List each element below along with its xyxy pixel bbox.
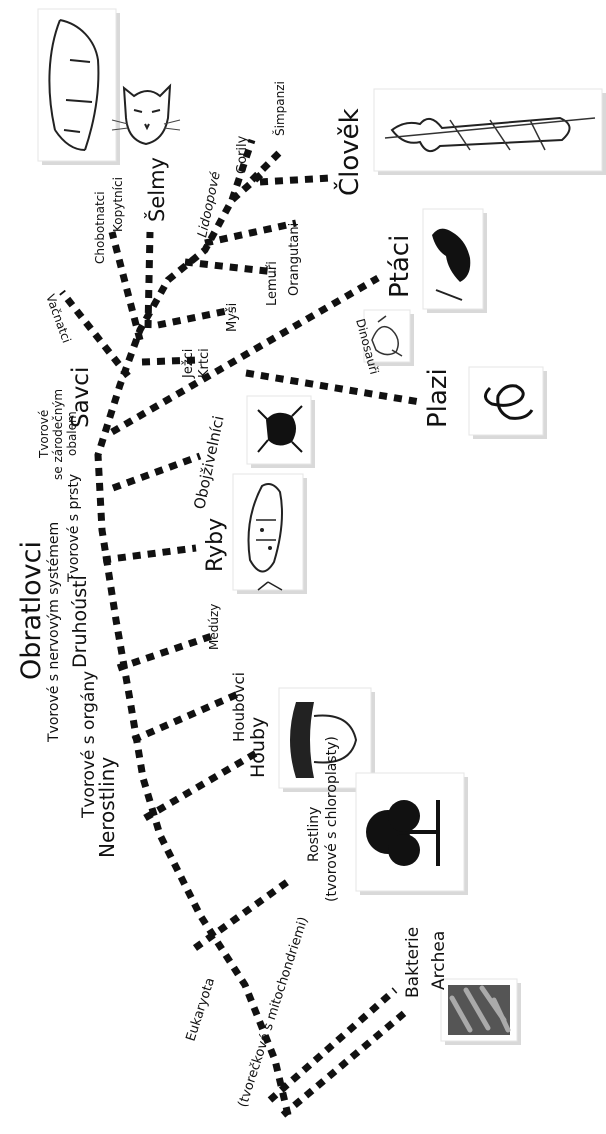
obratlovci-label: Obratlovci	[16, 541, 47, 680]
eukaryota-label-2: (tvorečkové s mitochondriemi)	[236, 915, 312, 1109]
kopytnici-label: Kopytníci	[111, 177, 125, 232]
archea-label: Archea	[429, 931, 449, 990]
orangutani-label: Orangutani	[287, 223, 302, 296]
frog-image	[246, 395, 315, 468]
tvorove-s-organy-label: Tvorové s orgány	[79, 671, 99, 819]
fish-image	[232, 473, 307, 594]
druhousti-label: Druhoústí	[69, 574, 91, 668]
tvorove-nervovy-label: Tvorové s nervovým systémem	[46, 522, 62, 743]
cat-image	[111, 83, 181, 146]
bird-image	[422, 208, 487, 313]
dinosaur-image	[363, 309, 414, 366]
tvorove-zarodecny-label-2: se zárodečným	[51, 389, 65, 480]
bacteria-image	[440, 978, 521, 1045]
bakterie-label: Bakterie	[403, 927, 423, 998]
ptaci-label: Ptáci	[385, 235, 415, 298]
tree-image	[355, 772, 468, 895]
simpanzi-label: Šimpanzi	[272, 81, 287, 136]
tvorove-s-prsty-label: Tvorové s prsty	[66, 474, 82, 583]
pig-image	[37, 8, 120, 165]
eukaryota-label-1: Eukaryota	[184, 976, 219, 1043]
mysi-label: Myši	[225, 303, 240, 332]
ryby-label: Ryby	[203, 518, 228, 572]
gorily-label: Gorily	[235, 135, 250, 174]
mushroom-image	[278, 687, 375, 792]
obojzivelnici-label: Obojživelníci	[190, 414, 227, 511]
meduzy-label: Medúzy	[207, 604, 221, 650]
houbovci-label: Houbovci	[230, 672, 248, 742]
snake-image	[468, 366, 547, 439]
selmy-label: Šelmy	[144, 157, 169, 222]
clovek-label: Člověk	[333, 108, 365, 196]
lemuri-label: Lemuři	[265, 261, 280, 306]
tvorove-zarodecny-label-1: Tvorové	[37, 410, 51, 459]
rostliny-label-1: Rostliny	[306, 807, 322, 862]
krtci-label: Krtci	[197, 348, 212, 378]
chobotnatci-label: Chobotnatci	[93, 191, 107, 264]
nerostliny-label: Nerostliny	[95, 757, 119, 858]
savci-label: Savci	[68, 367, 94, 428]
houby-label: Houby	[247, 717, 269, 778]
rostliny-label-2: (tvorové s chloroplasty)	[324, 736, 340, 902]
human-image	[373, 88, 606, 175]
tree-branches	[59, 138, 421, 1118]
plazi-label: Plazi	[423, 368, 453, 428]
lidoopove-label: Lidoopové	[195, 170, 224, 239]
tvorove-zarodecny-label-3: obalem	[65, 411, 79, 456]
jezci-label: Ježci	[181, 349, 196, 379]
